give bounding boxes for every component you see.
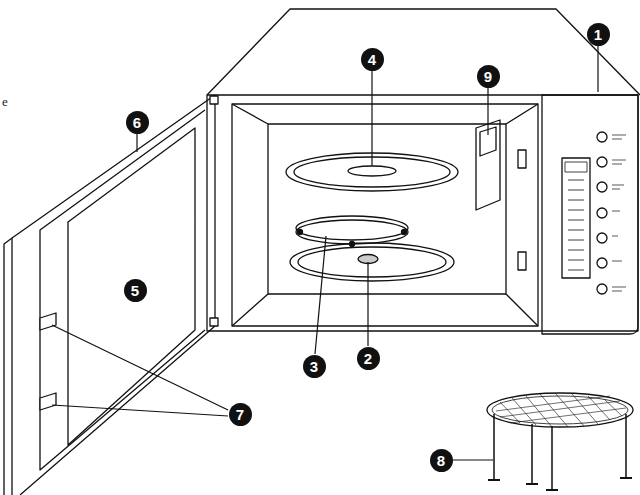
door-latch <box>40 313 56 330</box>
cavity-edges <box>232 104 538 326</box>
control-panel <box>542 95 638 334</box>
callout-number: 5 <box>124 279 147 302</box>
door-frame <box>40 110 205 470</box>
cabinet-front <box>207 95 638 331</box>
callout-number: 6 <box>126 111 149 134</box>
callout-number: 2 <box>357 347 380 370</box>
door-hinge-edge <box>214 95 215 326</box>
door-hinge <box>210 318 218 326</box>
callout-number: 9 <box>477 65 500 88</box>
callout-number: 8 <box>430 449 453 472</box>
door-hinge <box>210 96 218 104</box>
leader-lines <box>52 46 598 460</box>
callout-number: 4 <box>361 48 384 71</box>
callout-number: 1 <box>587 23 610 46</box>
grill-rack <box>487 393 633 490</box>
cabinet-top <box>207 9 640 95</box>
roller-wheel <box>402 230 407 235</box>
callout-number: 7 <box>229 403 252 426</box>
roller-ring <box>296 220 408 244</box>
glass-tray-center <box>348 166 396 176</box>
callout-number: 3 <box>303 355 326 378</box>
display-marks <box>568 180 584 270</box>
floor-plate <box>290 243 454 281</box>
rack-support <box>518 252 526 270</box>
display <box>562 158 590 278</box>
door-latch <box>40 393 56 410</box>
door-window <box>68 128 195 445</box>
floor-plate <box>298 247 446 277</box>
text-fragment: e <box>2 94 8 110</box>
cavity-back-wall <box>268 124 506 294</box>
control-buttons <box>597 132 626 294</box>
door-edge <box>11 238 12 495</box>
door-outline <box>4 95 215 495</box>
display-digits <box>565 162 587 172</box>
cavity-opening <box>232 104 538 326</box>
roller-wheel <box>298 230 303 235</box>
rack-support <box>518 150 526 168</box>
